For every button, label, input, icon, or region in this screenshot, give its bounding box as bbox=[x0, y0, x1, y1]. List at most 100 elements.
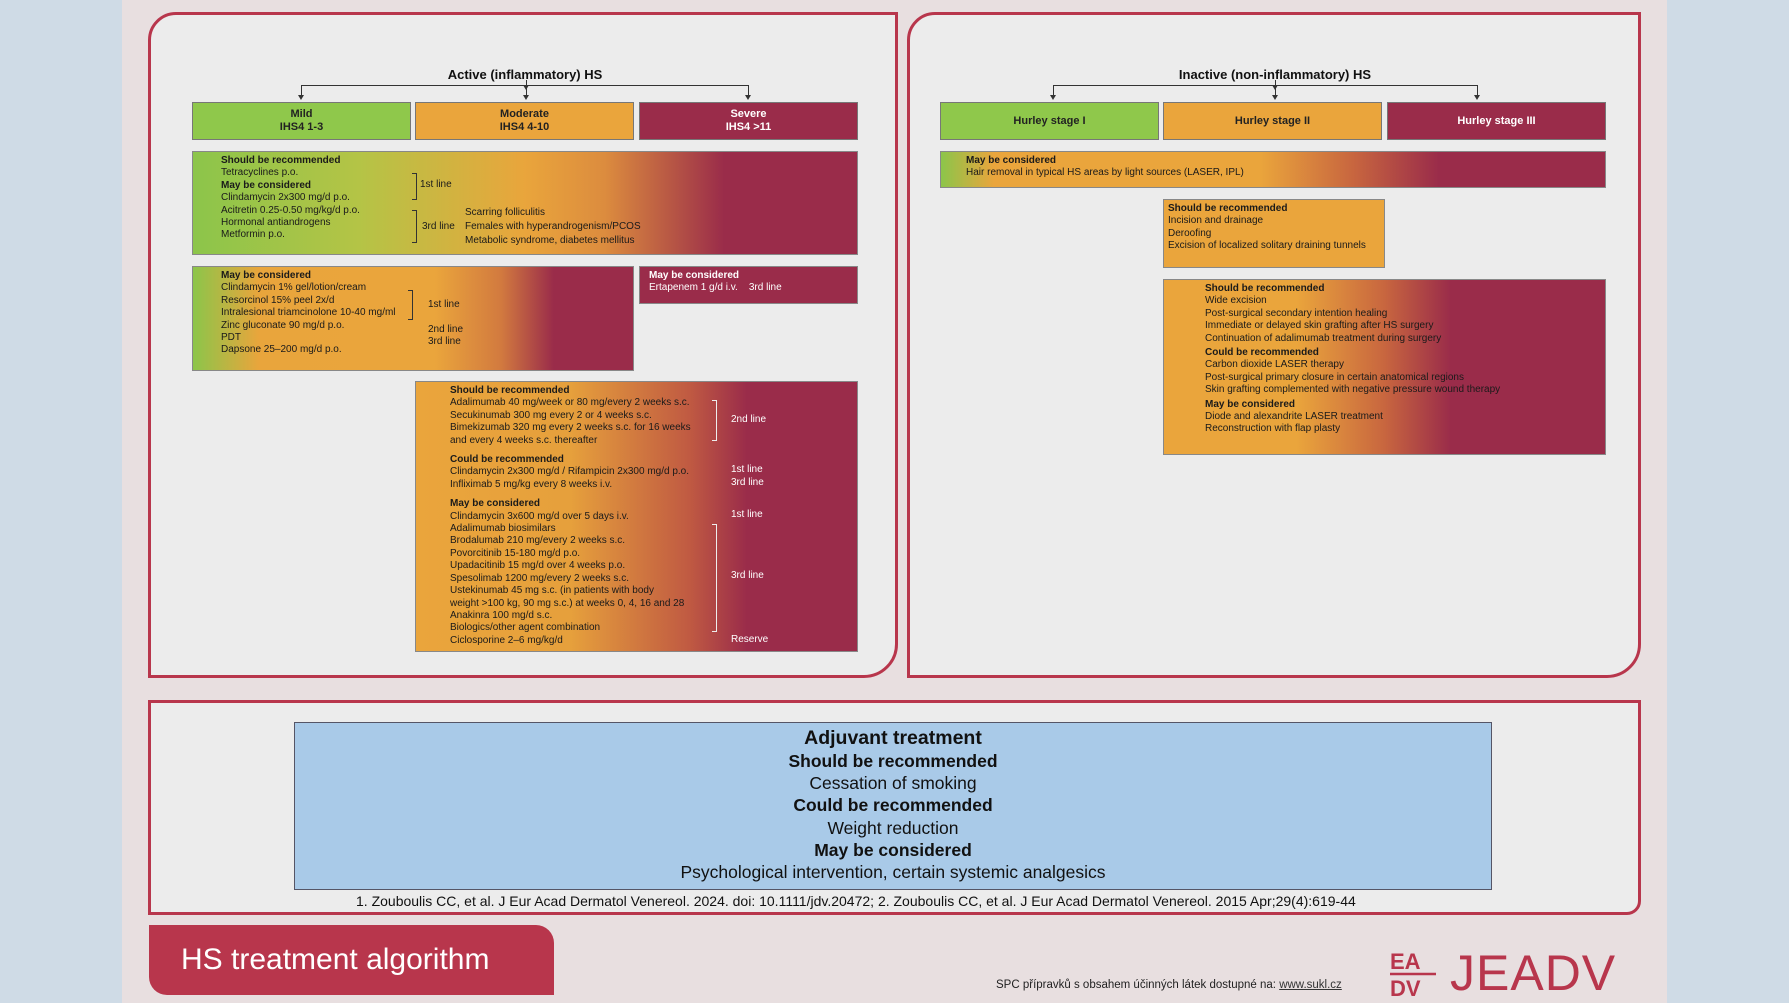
box-heading: May be considered bbox=[221, 179, 312, 191]
box-item: Immediate or delayed skin grafting after… bbox=[1205, 320, 1434, 332]
box-item: Povorcitinib 15-180 mg/d p.o. bbox=[450, 547, 581, 559]
spc-note: SPC přípravků s obsahem účinných látek d… bbox=[996, 979, 1342, 991]
box-item: Adalimumab 40 mg/week or 80 mg/every 2 w… bbox=[450, 397, 690, 409]
arrow-stage3 bbox=[1474, 85, 1480, 100]
reference-text: 1. Zouboulis CC, et al. J Eur Acad Derma… bbox=[356, 893, 1356, 909]
box-item: Brodalumab 210 mg/every 2 weeks s.c. bbox=[450, 535, 626, 547]
box-item: Biologics/other agent combination bbox=[450, 622, 601, 634]
box-item: Incision and drainage bbox=[1168, 215, 1264, 227]
stage-severe-name: Severe bbox=[730, 108, 767, 120]
line-label: 2nd line bbox=[731, 414, 767, 425]
svg-text:EA: EA bbox=[1390, 949, 1421, 974]
adjuvant-title: Adjuvant treatment bbox=[804, 727, 982, 749]
box-item: Upadacitinib 15 mg/d over 4 weeks p.o. bbox=[450, 560, 626, 572]
note: Females with hyperandrogenism/PCOS bbox=[465, 221, 641, 232]
adjuvant-heading: Should be recommended bbox=[788, 751, 998, 771]
box-item: Ertapenem 1 g/d i.v. bbox=[649, 282, 738, 294]
active-box-first-line: Should be recommended Tetracyclines p.o.… bbox=[192, 151, 858, 255]
arrow-stem bbox=[523, 80, 529, 90]
box-item: Dapsone 25–200 mg/d p.o. bbox=[221, 344, 342, 356]
box-item: Wide excision bbox=[1205, 295, 1267, 307]
active-box-systemic: Should be recommended Adalimumab 40 mg/w… bbox=[415, 381, 858, 652]
box-item: Resorcinol 15% peel 2x/d bbox=[221, 294, 335, 306]
inactive-box-surgical-major: Should be recommended Wide excision Post… bbox=[1163, 279, 1606, 455]
line-label: Reserve bbox=[731, 634, 769, 645]
hurley-stage-3: Hurley stage III bbox=[1387, 102, 1606, 140]
active-box-ertapenem: May be considered Ertapenem 1 g/d i.v. 3… bbox=[639, 266, 858, 304]
arrow-mild bbox=[298, 85, 304, 100]
hurley-stage-1-label: Hurley stage I bbox=[1013, 114, 1086, 127]
box-item: Excision of localized solitary draining … bbox=[1168, 240, 1366, 252]
box-heading: May be considered bbox=[450, 498, 541, 510]
box-item: Secukinumab 300 mg every 2 or 4 weeks s.… bbox=[450, 409, 652, 421]
inactive-box-surgical-minor: Should be recommended Incision and drain… bbox=[1163, 199, 1385, 268]
box-item: Tetracyclines p.o. bbox=[221, 167, 299, 179]
box-item: Hair removal in typical HS areas by ligh… bbox=[966, 167, 1244, 179]
adjuvant-box: Adjuvant treatment Should be recommended… bbox=[294, 722, 1492, 890]
inactive-connector bbox=[1053, 85, 1477, 86]
line-label: 1st line bbox=[731, 509, 763, 520]
box-heading: May be considered bbox=[649, 270, 740, 281]
box-item: weight >100 kg, 90 mg s.c.) at weeks 0, … bbox=[450, 597, 685, 609]
box-item: Clindamycin 2x300 mg/d / Rifampicin 2x30… bbox=[450, 466, 690, 478]
spc-text: SPC přípravků s obsahem účinných látek d… bbox=[996, 979, 1280, 991]
box-heading: Should be recommended bbox=[1205, 283, 1325, 294]
hurley-stage-2-label: Hurley stage II bbox=[1234, 114, 1311, 127]
adjuvant-heading: May be considered bbox=[814, 839, 972, 860]
inactive-box-laser: May be considered Hair removal in typica… bbox=[940, 151, 1606, 188]
box-item: Post-surgical secondary intention healin… bbox=[1205, 307, 1388, 319]
box-item: Continuation of adalimumab treatment dur… bbox=[1205, 332, 1442, 344]
box-item: Zinc gluconate 90 mg/d p.o. bbox=[221, 319, 345, 331]
line-label: 1st line bbox=[428, 299, 460, 310]
stage-severe: Severe IHS4 >11 bbox=[639, 102, 858, 140]
arrow-severe bbox=[745, 85, 751, 100]
adjuvant-item: Cessation of smoking bbox=[809, 773, 977, 794]
adjuvant-item: Weight reduction bbox=[827, 817, 959, 838]
box-item: Ustekinumab 45 mg s.c. (in patients with… bbox=[450, 585, 654, 597]
box-heading: Could be recommended bbox=[1205, 347, 1319, 359]
active-box-topical: May be considered Clindamycin 1% gel/lot… bbox=[192, 266, 634, 371]
box-heading: May be considered bbox=[966, 155, 1057, 166]
stage-moderate-sub: IHS4 4-10 bbox=[499, 121, 550, 133]
line-label: 3rd line bbox=[748, 282, 782, 294]
bracket bbox=[412, 210, 417, 243]
stage-moderate: Moderate IHS4 4-10 bbox=[415, 102, 634, 140]
hurley-stage-2: Hurley stage II bbox=[1163, 102, 1382, 140]
box-item: Carbon dioxide LASER therapy bbox=[1205, 359, 1344, 371]
box-item: Spesolimab 1200 mg/every 2 weeks s.c. bbox=[450, 572, 629, 584]
line-label: 1st line bbox=[420, 179, 452, 190]
adjuvant-heading: Could be recommended bbox=[793, 795, 993, 816]
box-item: Clindamycin 3x600 mg/d over 5 days i.v. bbox=[450, 510, 629, 522]
stage-mild: Mild IHS4 1-3 bbox=[192, 102, 411, 140]
spc-link[interactable]: www.sukl.cz bbox=[1279, 979, 1342, 991]
bracket bbox=[712, 400, 717, 441]
box-item: Adalimumab biosimilars bbox=[450, 523, 556, 535]
stage-moderate-name: Moderate bbox=[500, 108, 549, 120]
stage-mild-name: Mild bbox=[290, 108, 313, 120]
box-item: PDT bbox=[221, 332, 241, 344]
box-item: Reconstruction with flap plasty bbox=[1205, 423, 1341, 435]
box-heading: Should be recommended bbox=[450, 385, 570, 396]
stage-severe-sub: IHS4 >11 bbox=[725, 121, 772, 133]
stage-mild-sub: IHS4 1-3 bbox=[279, 121, 324, 133]
eadv-mark-icon: EA DV bbox=[1390, 949, 1436, 998]
arrow-moderate bbox=[523, 85, 529, 100]
box-item: Diode and alexandrite LASER treatment bbox=[1205, 411, 1383, 423]
box-item: Metformin p.o. bbox=[221, 229, 285, 241]
active-hs-title: Active (inflammatory) HS bbox=[447, 67, 603, 82]
box-item: Clindamycin 2x300 mg/d p.o. bbox=[221, 192, 350, 204]
box-heading: May be considered bbox=[1205, 398, 1296, 410]
line-label: 3rd line bbox=[731, 570, 764, 581]
box-heading: May be considered bbox=[221, 270, 312, 281]
box-item: Bimekizumab 320 mg every 2 weeks s.c. fo… bbox=[450, 422, 691, 434]
logo-text: JEADV bbox=[1450, 945, 1617, 1001]
box-item: Intralesional triamcinolone 10-40 mg/ml bbox=[221, 307, 396, 319]
box-item: Post-surgical primary closure in certain… bbox=[1205, 371, 1464, 383]
box-heading: Could be recommended bbox=[450, 454, 564, 466]
box-item: Deroofing bbox=[1168, 227, 1212, 239]
line-label: 3rd line bbox=[422, 221, 455, 232]
slide-title: HS treatment algorithm bbox=[149, 925, 554, 995]
box-item: Ciclosporine 2–6 mg/kg/d bbox=[450, 634, 563, 646]
adjuvant-item: Psychological intervention, certain syst… bbox=[680, 862, 1106, 883]
bracket bbox=[412, 173, 417, 200]
